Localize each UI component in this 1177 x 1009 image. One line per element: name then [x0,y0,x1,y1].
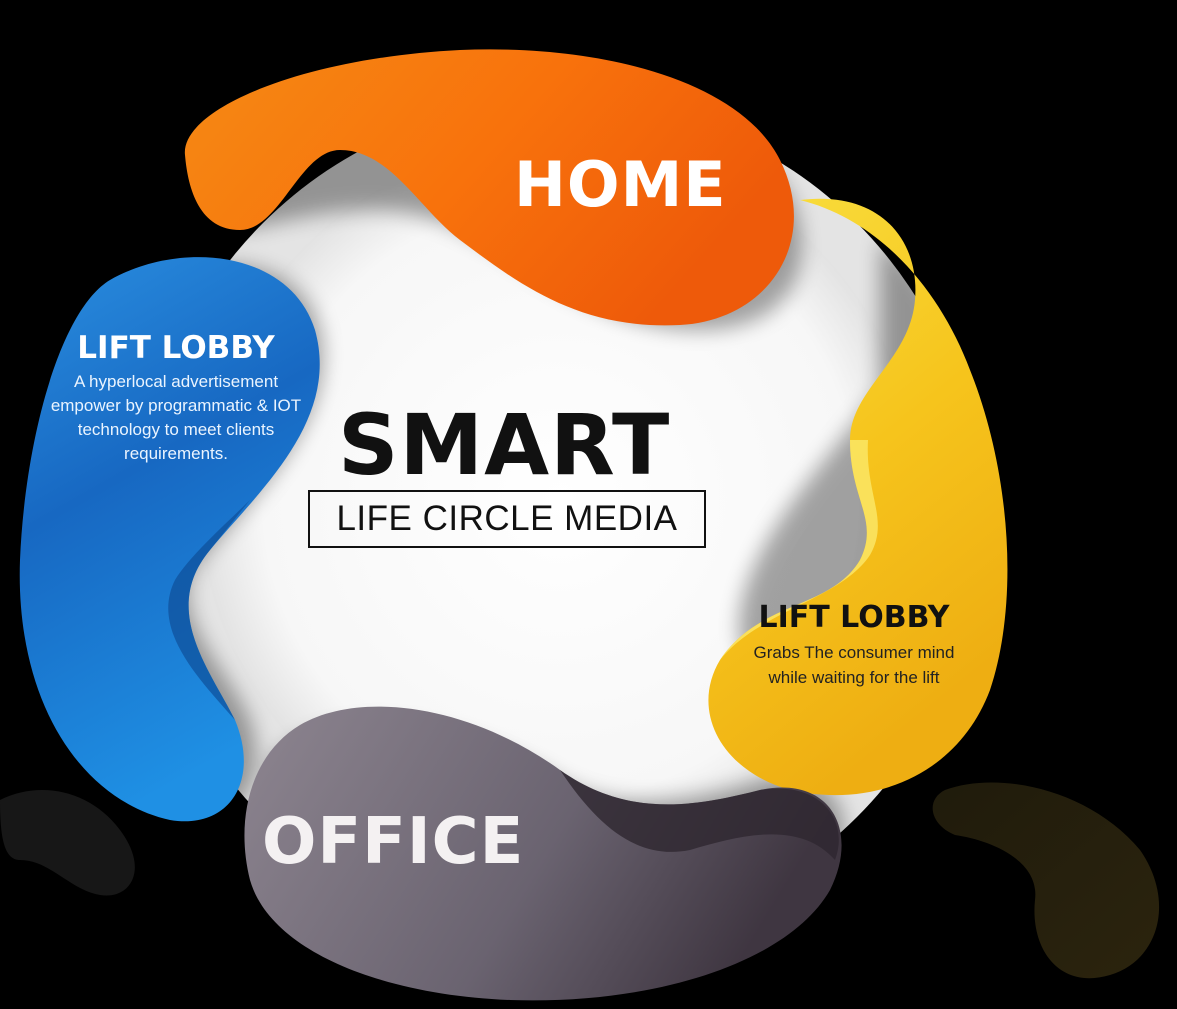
right-lobby-ridge [720,440,878,660]
left-lobby-segment [19,257,320,822]
center-title: SMART [338,396,671,494]
right-lobby-segment [708,198,1008,796]
office-title: OFFICE [262,805,525,879]
reflection-drop-right [932,782,1160,979]
reflection-drop-left [0,790,135,896]
center-subtitle: LIFE CIRCLE MEDIA [308,490,706,548]
office-curl [560,770,839,860]
office-segment [244,706,842,1001]
left-lobby-description: A hyperlocal advertisement empower by pr… [50,372,302,463]
left-lobby-ridge [168,500,250,720]
right-lobby-title: LIFT LOBBY [758,600,950,635]
home-segment [184,49,794,326]
left-lobby-title: LIFT LOBBY [77,330,275,366]
home-title: HOME [514,148,727,221]
right-lobby-description: Grabs The consumer mind while waiting fo… [753,643,955,687]
